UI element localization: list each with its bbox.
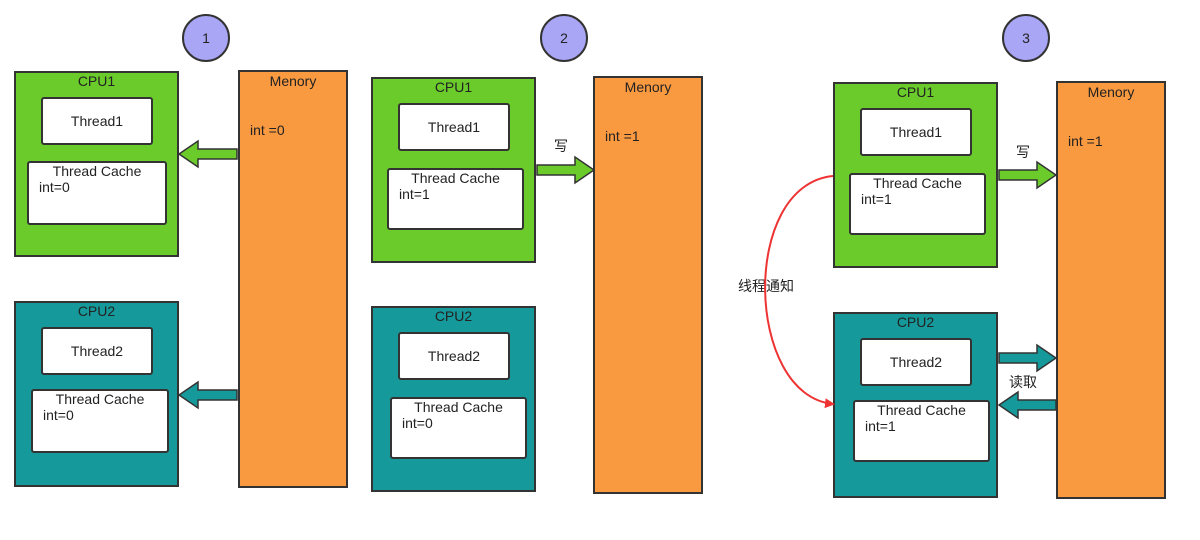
step-number: 3: [1022, 30, 1030, 46]
read-label: 读取: [1009, 374, 1037, 390]
thread-cache-title: Thread Cache: [414, 399, 503, 415]
thread-box: Thread2: [860, 338, 972, 386]
write-arrow-right-icon: [998, 160, 1058, 190]
cpu1-block: CPU1 Thread1 Thread Cache int=1: [371, 77, 536, 263]
cpu-label: CPU2: [77, 303, 116, 319]
cpu2-block: CPU2 Thread2 Thread Cache int=0: [371, 306, 536, 492]
thread-cache-title: Thread Cache: [877, 402, 966, 418]
thread-box: Thread2: [41, 327, 153, 375]
thread-cache-title: Thread Cache: [873, 175, 962, 191]
thread-cache-box: Thread Cache int=0: [31, 389, 169, 453]
thread-cache-box: Thread Cache int=0: [27, 161, 167, 225]
thread-cache-box: Thread Cache int=1: [849, 173, 986, 235]
thread-label: Thread1: [427, 119, 481, 135]
cpu-label: CPU2: [434, 308, 473, 324]
thread-cache-title: Thread Cache: [55, 391, 145, 407]
thread-cache-title: Thread Cache: [52, 163, 142, 179]
step-number: 1: [202, 30, 210, 46]
thread-cache-value: int=1: [865, 418, 896, 434]
memory-label: Menory: [624, 79, 672, 95]
thread-box: Thread1: [860, 108, 972, 156]
thread-cache-box: Thread Cache int=1: [853, 400, 990, 462]
thread-notify-arrow-icon: [764, 175, 835, 409]
thread-cache-box: Thread Cache int=0: [390, 397, 527, 459]
thread-cache-title: Thread Cache: [411, 170, 500, 186]
memory-block: Menory int =0: [238, 70, 348, 488]
thread-cache-value: int=0: [402, 415, 433, 431]
thread-cache-value: int=0: [39, 179, 70, 195]
read-request-arrow-right-icon: [998, 343, 1058, 373]
thread-cache-box: Thread Cache int=1: [387, 168, 524, 230]
memory-label: Menory: [269, 73, 317, 89]
cpu1-block: CPU1 Thread1 Thread Cache int=0: [14, 71, 179, 257]
step-number: 2: [560, 30, 568, 46]
cpu-label: CPU1: [77, 73, 116, 89]
write-label: 写: [554, 138, 568, 154]
thread-label: Thread2: [70, 343, 124, 359]
memory-value: int =1: [1068, 133, 1103, 149]
thread-label: Thread1: [889, 124, 943, 140]
memory-block: Menory int =1: [1056, 81, 1166, 499]
step-3-badge: 3: [1002, 14, 1050, 62]
thread-cache-value: int=1: [399, 186, 430, 202]
thread-label: Thread2: [427, 348, 481, 364]
memory-value: int =0: [250, 122, 285, 138]
cpu-label: CPU1: [896, 84, 935, 100]
thread-cache-value: int=1: [861, 191, 892, 207]
read-response-arrow-left-icon: [997, 390, 1057, 420]
sync-arrow-left-icon: [177, 139, 238, 169]
thread-cache-value: int=0: [43, 407, 74, 423]
memory-value: int =1: [605, 128, 640, 144]
cpu2-block: CPU2 Thread2 Thread Cache int=1: [833, 312, 998, 498]
thread-box: Thread2: [398, 332, 510, 380]
sync-arrow-left-icon: [177, 380, 238, 410]
thread-box: Thread1: [41, 97, 153, 145]
memory-block: Menory int =1: [593, 76, 703, 494]
cpu-label: CPU1: [434, 79, 473, 95]
write-arrow-right-icon: [536, 155, 596, 185]
thread-label: Thread2: [889, 354, 943, 370]
cpu-label: CPU2: [896, 314, 935, 330]
step-2-badge: 2: [540, 14, 588, 62]
cpu1-block: CPU1 Thread1 Thread Cache int=1: [833, 82, 998, 268]
write-label: 写: [1016, 144, 1030, 160]
thread-box: Thread1: [398, 103, 510, 151]
thread-label: Thread1: [70, 113, 124, 129]
memory-label: Menory: [1087, 84, 1135, 100]
cpu2-block: CPU2 Thread2 Thread Cache int=0: [14, 301, 179, 487]
step-1-badge: 1: [182, 14, 230, 62]
